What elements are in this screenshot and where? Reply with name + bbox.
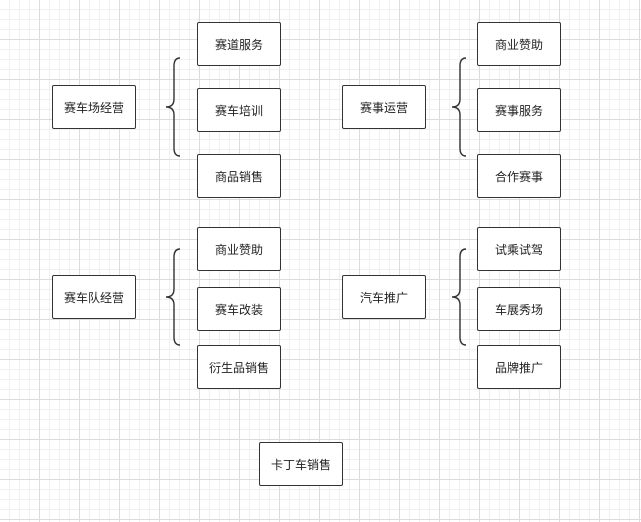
node-label: 赛车培训 <box>214 103 263 118</box>
node-racing-training[interactable]: 赛车培训 <box>197 88 281 132</box>
node-auto-promotion[interactable]: 汽车推广 <box>342 275 426 319</box>
node-auto-show[interactable]: 车展秀场 <box>477 287 561 331</box>
node-label: 品牌推广 <box>494 360 543 375</box>
node-track-service[interactable]: 赛道服务 <box>197 22 281 66</box>
node-label: 赛车场经营 <box>63 100 124 115</box>
node-label: 汽车推广 <box>359 290 408 305</box>
node-label: 试乘试驾 <box>494 242 543 257</box>
node-label: 商业赞助 <box>494 37 543 52</box>
node-kart-sales[interactable]: 卡丁车销售 <box>259 442 343 486</box>
brace-connector <box>165 248 181 346</box>
node-car-modification[interactable]: 赛车改装 <box>197 287 281 331</box>
node-racing-team-operation[interactable]: 赛车队经营 <box>52 275 136 319</box>
node-test-drive[interactable]: 试乘试驾 <box>477 227 561 271</box>
node-label: 商业赞助 <box>214 242 263 257</box>
node-merchandise-sales[interactable]: 商品销售 <box>197 154 281 198</box>
node-label: 车展秀场 <box>494 302 543 317</box>
node-label: 赛事运营 <box>359 100 408 115</box>
node-partner-events[interactable]: 合作赛事 <box>477 154 561 198</box>
node-derivative-sales[interactable]: 衍生品销售 <box>197 345 281 389</box>
node-label: 商品销售 <box>214 169 263 184</box>
node-label: 赛车队经营 <box>63 290 124 305</box>
node-brand-promotion[interactable]: 品牌推广 <box>477 345 561 389</box>
node-label: 衍生品销售 <box>208 360 269 375</box>
node-label: 卡丁车销售 <box>270 457 331 472</box>
brace-connector <box>451 57 467 157</box>
node-label: 赛事服务 <box>494 103 543 118</box>
node-racetrack-operation[interactable]: 赛车场经营 <box>52 85 136 129</box>
node-commercial-sponsorship[interactable]: 商业赞助 <box>477 22 561 66</box>
node-event-service[interactable]: 赛事服务 <box>477 88 561 132</box>
brace-connector <box>451 248 467 346</box>
node-team-sponsorship[interactable]: 商业赞助 <box>197 227 281 271</box>
node-label: 赛车改装 <box>214 302 263 317</box>
brace-connector <box>165 57 181 157</box>
node-label: 赛道服务 <box>214 37 263 52</box>
node-event-operation[interactable]: 赛事运营 <box>342 85 426 129</box>
node-label: 合作赛事 <box>494 169 543 184</box>
